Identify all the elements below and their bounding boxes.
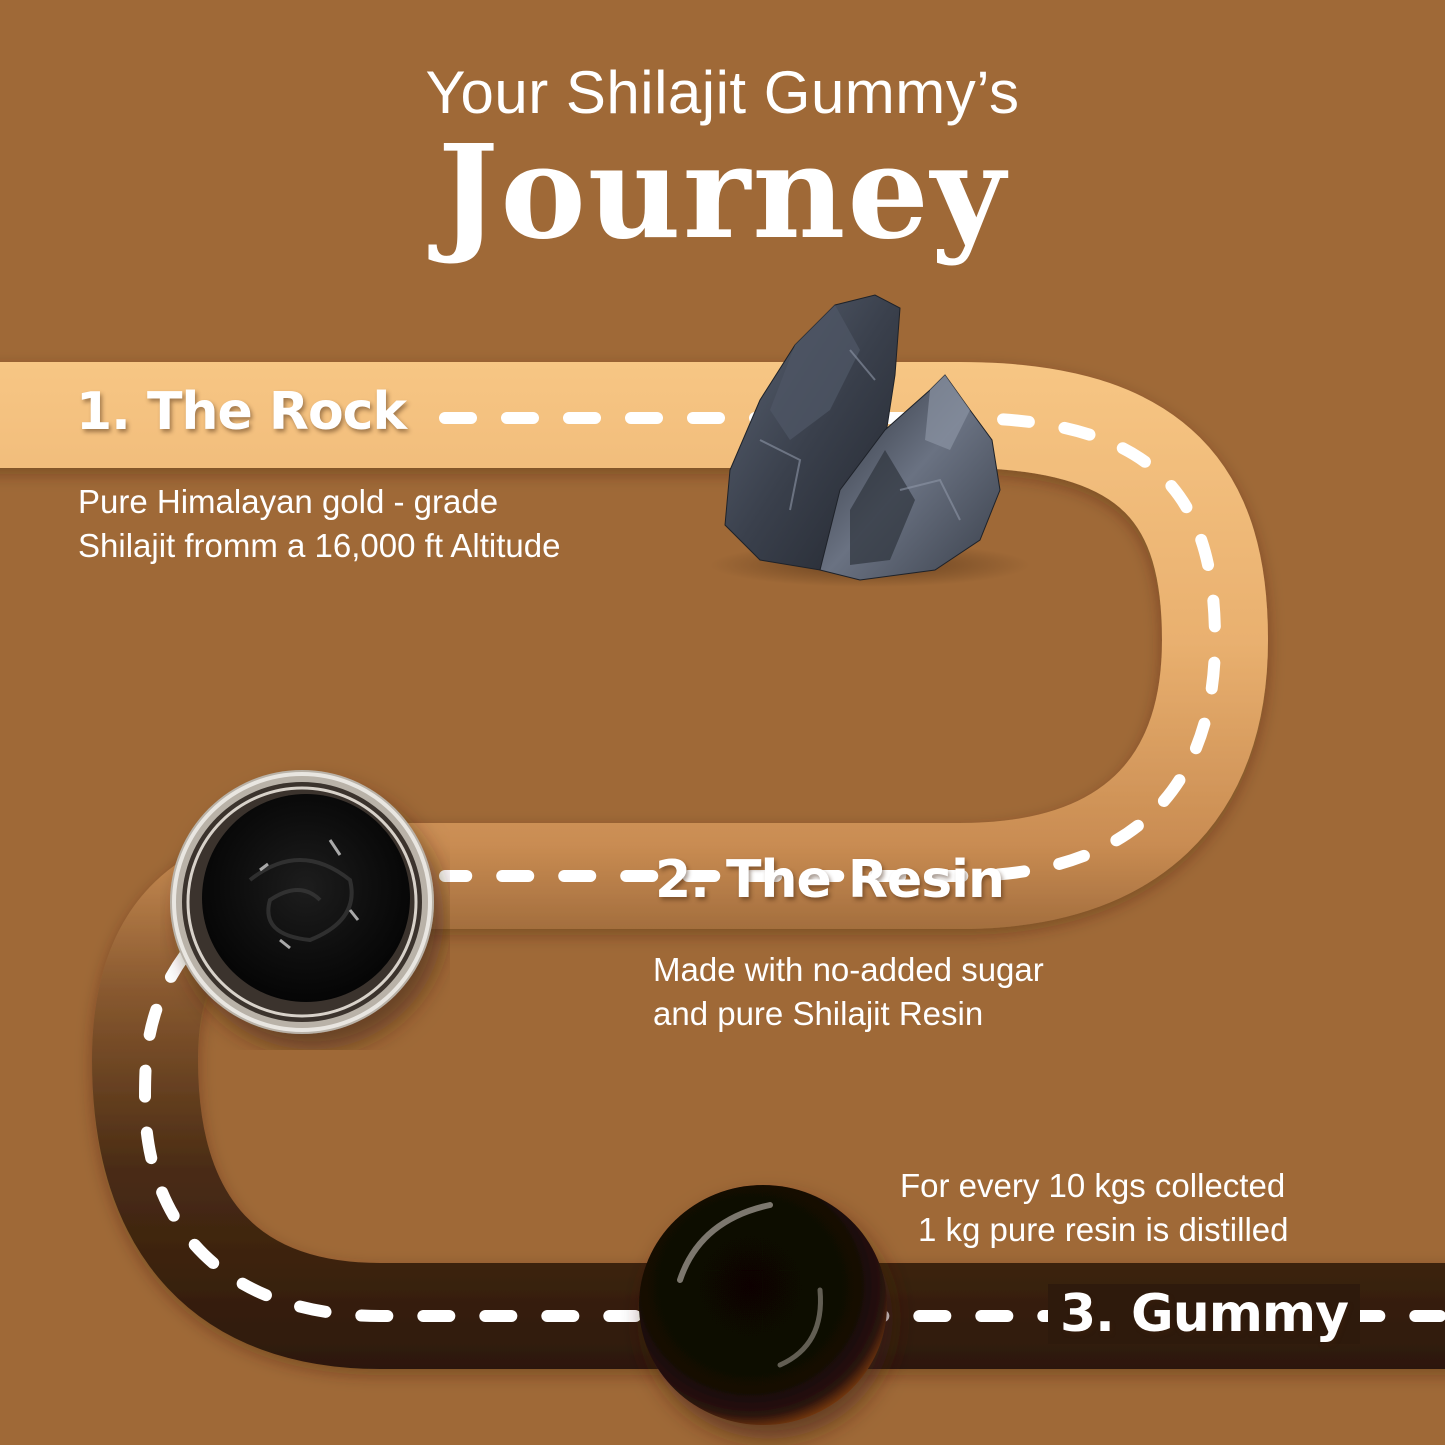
step-2-description-line-2: and pure Shilajit Resin xyxy=(653,995,984,1032)
gummy-icon xyxy=(639,1185,887,1425)
header-subtitle: Your Shilajit Gummy’s xyxy=(425,59,1020,126)
step-1-title: 1. The Rock xyxy=(76,382,407,442)
step-3-title: 3. Gummy xyxy=(1048,1284,1361,1344)
step-1-description-line-2: Shilajit fromm a 16,000 ft Altitude xyxy=(78,527,561,564)
resin-bowl-icon xyxy=(170,770,434,1034)
step-1-description-line-1: Pure Himalayan gold - grade xyxy=(78,483,499,520)
road-centerline xyxy=(138,412,1445,1322)
page-title: Journey xyxy=(437,118,1008,268)
step-2-description-line-1: Made with no-added sugar xyxy=(653,951,1044,988)
step-3-description-line-1: For every 10 kgs collected xyxy=(900,1167,1286,1204)
rock-icon xyxy=(710,294,1030,587)
step-3-description-line-2: 1 kg pure resin is distilled xyxy=(918,1211,1289,1248)
step-2-title: 2. The Resin xyxy=(655,850,1005,910)
